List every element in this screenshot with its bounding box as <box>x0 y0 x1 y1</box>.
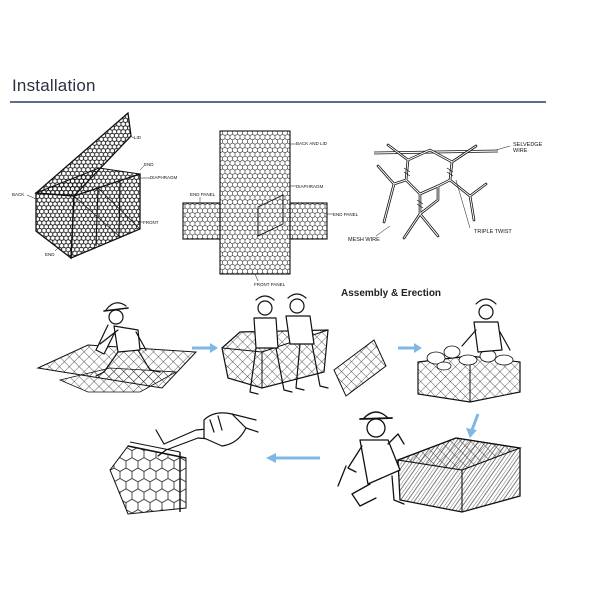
worker-2b <box>285 293 329 391</box>
box-label-diaphragm: DIAPHRAGM <box>150 175 178 180</box>
box-label-lid: LID <box>134 135 142 140</box>
mesh-label-triple-twist: TRIPLE TWIST <box>474 229 512 235</box>
flat-right-panel <box>289 202 328 240</box>
box-front-face <box>35 192 75 260</box>
arrow-step-4-to-5 <box>266 453 320 463</box>
mesh-label-selvedge: SELVEDGE <box>513 142 543 148</box>
arrow-step-1-to-2 <box>192 343 218 353</box>
worker-2a <box>249 295 293 395</box>
worker-4 <box>337 411 405 507</box>
box-label-front: FRONT <box>143 220 159 225</box>
assembly-heading: Assembly & Erection <box>341 288 441 299</box>
unfolded-panel-diagram: BACK AND LID DIAPHRAGM END PANEL END PAN… <box>182 130 359 287</box>
step-4-close-lid <box>337 411 523 513</box>
flat-label-left-end: END PANEL <box>190 192 216 197</box>
arrow-step-2-to-3 <box>398 343 422 353</box>
mesh-label-selvedge-wire: WIRE <box>513 148 528 154</box>
flat-label-diaphragm: DIAPHRAGM <box>296 184 324 189</box>
flat-label-top-right: BACK AND LID <box>296 141 328 146</box>
arrow-step-3-to-4 <box>466 413 480 438</box>
flat-label-bottom: FRONT PANEL <box>254 282 286 287</box>
mesh-twist-detail: SELVEDGE WIRE MESH WIRE TRIPLE TWIST <box>348 142 543 243</box>
gabion-box-diagram: LID END DIAPHRAGM BACK FRONT END <box>12 111 178 260</box>
flat-left-panel <box>182 202 221 240</box>
section-title: Installation <box>12 76 96 95</box>
step-3-fill-with-stone <box>417 298 521 403</box>
flat-label-right-end: END PANEL <box>333 212 359 217</box>
box-label-end-bottom: END <box>45 252 55 257</box>
mesh-label-mesh-wire: MESH WIRE <box>348 237 380 243</box>
step-1-unfold-panels <box>36 302 198 393</box>
box-label-back: BACK <box>12 192 24 197</box>
box-label-end-top: END <box>144 162 154 167</box>
worker-5-arm <box>203 412 259 447</box>
title-underline <box>10 101 546 103</box>
step-5-secure-with-tool <box>109 412 259 515</box>
worker-1 <box>95 302 161 377</box>
worker-3 <box>461 298 511 353</box>
step-2-raise-and-join <box>221 293 387 397</box>
